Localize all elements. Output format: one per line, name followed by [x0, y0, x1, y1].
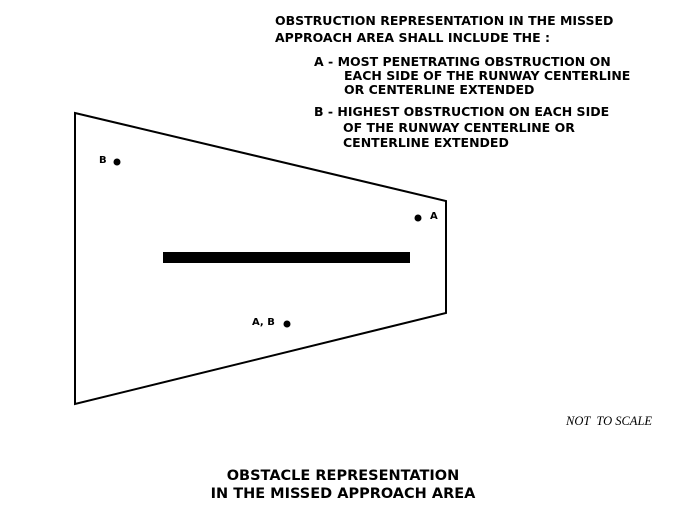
item-b-line-3: CENTERLINE EXTENDED: [343, 135, 509, 150]
obstruction-ab-dot: [283, 320, 291, 328]
header-line-1: OBSTRUCTION REPRESENTATION IN THE MISSED: [275, 13, 614, 28]
item-a-line-1: A - MOST PENETRATING OBSTRUCTION ON: [314, 54, 611, 69]
label-ab: A, B: [252, 317, 275, 328]
item-b-line-1: B - HIGHEST OBSTRUCTION ON EACH SIDE: [314, 104, 610, 119]
not-to-scale-note: NOT TO SCALE: [566, 414, 653, 428]
item-a-line-3: OR CENTERLINE EXTENDED: [344, 82, 535, 97]
obstruction-a-dot: [414, 214, 422, 222]
item-b-line-2: OF THE RUNWAY CENTERLINE OR: [343, 120, 575, 135]
header-line-2: APPROACH AREA SHALL INCLUDE THE :: [275, 30, 550, 45]
figure-title-line-2: IN THE MISSED APPROACH AREA: [210, 486, 476, 502]
label-b: B: [99, 155, 107, 166]
runway: [163, 252, 410, 263]
obstruction-b-dot: [113, 158, 121, 166]
label-a: A: [430, 211, 438, 222]
missed-approach-area: [74, 111, 447, 406]
figure-title-line-1: OBSTACLE REPRESENTATION: [226, 468, 460, 484]
item-a-line-2: EACH SIDE OF THE RUNWAY CENTERLINE: [344, 68, 631, 83]
